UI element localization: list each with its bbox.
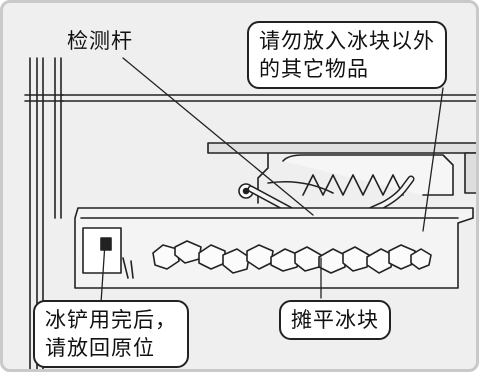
detect-rod-label: 检测杆 <box>67 29 133 53</box>
scoop-return-line-1: 冰铲用完后， <box>45 308 177 332</box>
ice-cubes <box>152 240 432 274</box>
scoop-return-line-2: 请放回原位 <box>45 336 155 360</box>
no-other-items-callout: 请勿放入冰块以外 的其它物品 <box>247 21 447 89</box>
scoop-return-callout: 冰铲用完后， 请放回原位 <box>33 300 189 368</box>
upper-shelf <box>60 94 476 102</box>
ice-bin-illustration <box>24 57 476 369</box>
leader-lines <box>100 57 444 304</box>
no-other-items-line-2: 的其它物品 <box>259 57 369 81</box>
ice-bin <box>74 207 474 289</box>
level-ice-callout: 摊平冰块 <box>279 300 391 340</box>
no-other-items-line-1: 请勿放入冰块以外 <box>259 29 435 53</box>
level-ice-line: 摊平冰块 <box>291 308 379 332</box>
